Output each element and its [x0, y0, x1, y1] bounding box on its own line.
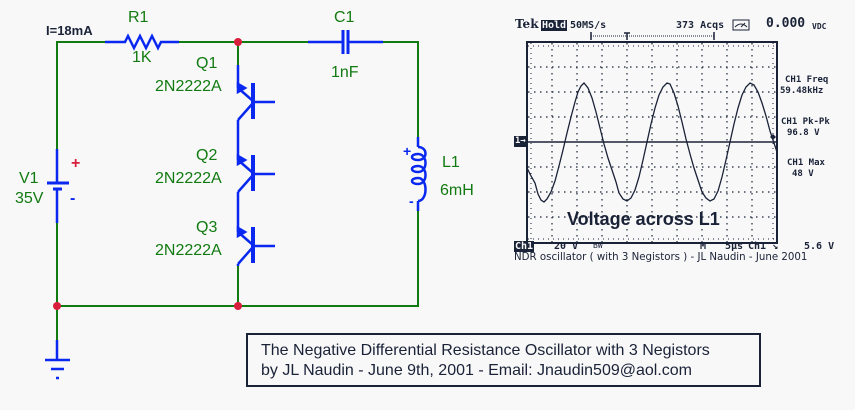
q2-part-label: 2N2222A [155, 170, 222, 187]
scope-time-div: 5µs [725, 241, 744, 252]
v1-plus-sign: + [71, 155, 81, 172]
transistor-q2-symbol [236, 137, 275, 209]
resistor-r1-symbol [105, 33, 179, 51]
scope-acqs: 373 Acqs [676, 20, 725, 31]
scope-volts-div: 20 V [554, 241, 579, 252]
q1-ref-label: Q1 [196, 55, 218, 72]
l1-plus-sign: + [403, 143, 412, 159]
scope-channel-badge: Ch1 [514, 241, 535, 252]
transistor-q3-symbol [236, 209, 275, 266]
banner-credits: by JL Naudin - June 9th, 2001 - Email: J… [261, 362, 693, 379]
scope-hold-badge: Hold [541, 20, 568, 31]
measure-freq-label: CH1 Freq [785, 75, 829, 85]
q3-part-label: 2N2222A [155, 242, 222, 259]
trigger-point-marker [770, 134, 776, 140]
transistor-q1-symbol [236, 65, 275, 137]
l1-value-label: 6mH [440, 182, 474, 199]
node-bottom-mid [234, 302, 242, 310]
scope-dc-reading: 0.000 [766, 16, 806, 31]
scope-caption: NDR oscillator ( with 3 Negistors ) - JL… [514, 250, 808, 263]
inductor-l1-symbol [410, 137, 427, 211]
scope-trigger-level: 5.6 V [804, 241, 835, 252]
node-bottom-left [53, 302, 61, 310]
q1-part-label: 2N2222A [155, 78, 222, 95]
measure-freq-value: 59.48kHz [780, 86, 824, 96]
scope-trigger-source: Ch1 ↘ [748, 241, 779, 252]
v1-minus-sign: - [70, 190, 76, 207]
trigger-window-bracket [590, 32, 715, 40]
measure-pkpk-label: CH1 Pk-Pk [781, 117, 830, 127]
battery-v1-symbol [47, 149, 69, 223]
scope-m-label: M [700, 241, 707, 252]
current-label: I=18mA [46, 23, 93, 38]
banner-title: The Negative Differential Resistance Osc… [261, 342, 710, 359]
q2-ref-label: Q2 [196, 147, 218, 164]
junction-nodes [53, 38, 242, 310]
scope-brand: Tek [515, 17, 539, 31]
title-banner: The Negative Differential Resistance Osc… [246, 333, 761, 387]
components [45, 30, 427, 380]
r1-ref-label: R1 [128, 9, 149, 26]
v1-value-label: 35V [15, 190, 44, 207]
l1-ref-label: L1 [442, 154, 460, 171]
measure-max-value: 48 V [792, 169, 814, 179]
c1-ref-label: C1 [334, 9, 355, 26]
meter-icon [732, 19, 750, 31]
scope-graticule [526, 19, 778, 244]
q3-ref-label: Q3 [196, 219, 218, 236]
waveform-trace [526, 82, 778, 203]
scope-dc-unit: VDC [812, 22, 827, 31]
l1-minus-sign: - [409, 193, 414, 209]
capacitor-c1-symbol [308, 30, 383, 54]
ch1-marker: 1→ [514, 136, 527, 147]
c1-value-label: 1nF [331, 64, 359, 81]
wire-left-top [56, 41, 105, 149]
scope-bw-limit: BW [593, 241, 603, 250]
measure-max-label: CH1 Max [787, 158, 825, 168]
node-top [234, 38, 242, 46]
wire-top-right [383, 41, 419, 137]
v1-ref-label: V1 [19, 170, 39, 187]
waveform-title: Voltage across L1 [567, 209, 720, 229]
r1-value-label: 1K [132, 49, 152, 66]
scope-sample-rate: 50MS/s [570, 20, 607, 31]
ground-symbol [45, 340, 70, 380]
measure-pkpk-value: 96.8 V [787, 128, 820, 138]
